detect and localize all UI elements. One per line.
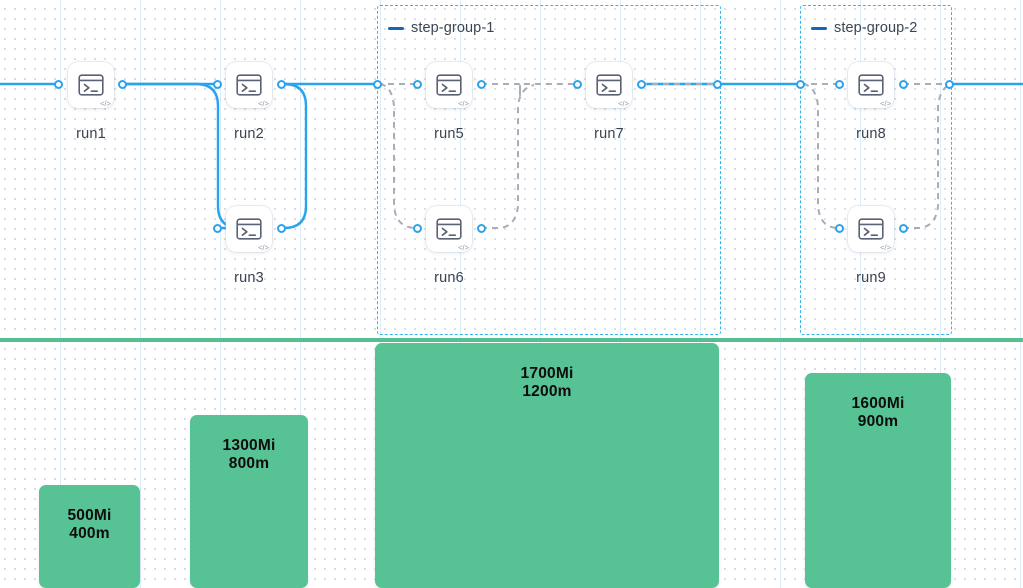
code-badge-icon: </> [258, 242, 269, 252]
node-label-run8: run8 [856, 126, 886, 142]
resource-bar-bar-4[interactable]: 1600Mi 900m [805, 373, 951, 588]
edge-handle[interactable] [276, 79, 286, 89]
code-badge-icon: </> [258, 98, 269, 108]
code-badge-icon: </> [618, 98, 629, 108]
resource-bar-label: 1300Mi 800m [222, 437, 276, 473]
group-collapse-icon[interactable] [811, 26, 827, 30]
edge-handle[interactable] [795, 79, 805, 89]
node-label-run7: run7 [594, 126, 624, 142]
edge-handle[interactable] [712, 79, 722, 89]
edge-handle[interactable] [372, 79, 382, 89]
edge-handle[interactable] [276, 223, 286, 233]
group-title-step-group-1: step-group-1 [388, 20, 494, 36]
node-run8[interactable]: </> [848, 62, 894, 108]
node-run1[interactable]: </> [68, 62, 114, 108]
terminal-icon [596, 74, 622, 96]
group-label: step-group-2 [834, 20, 918, 36]
resource-bar-label: 1700Mi 1200m [520, 365, 574, 401]
terminal-icon [858, 218, 884, 240]
node-run5[interactable]: </> [426, 62, 472, 108]
node-run6[interactable]: </> [426, 206, 472, 252]
edge-run1-run3 [120, 82, 241, 230]
edge-handle[interactable] [117, 79, 127, 89]
group-step-group-1[interactable]: step-group-1 [377, 5, 721, 335]
edge-handle[interactable] [944, 79, 954, 89]
resource-bar-bar-3[interactable]: 1700Mi 1200m [375, 343, 719, 588]
edge-handle[interactable] [834, 79, 844, 89]
edge-handle[interactable] [212, 223, 222, 233]
terminal-icon [78, 74, 104, 96]
terminal-icon [236, 74, 262, 96]
code-badge-icon: </> [458, 242, 469, 252]
terminal-icon [236, 218, 262, 240]
terminal-icon [436, 74, 462, 96]
resource-bar-bar-1[interactable]: 500Mi 400m [39, 485, 140, 588]
code-badge-icon: </> [100, 98, 111, 108]
node-label-run9: run9 [856, 270, 886, 286]
edge-handle[interactable] [476, 79, 486, 89]
code-badge-icon: </> [458, 98, 469, 108]
resource-bar-label: 1600Mi 900m [851, 395, 905, 431]
edge-run2-down [279, 82, 308, 230]
node-label-run5: run5 [434, 126, 464, 142]
group-collapse-icon[interactable] [388, 26, 404, 30]
timeline-rule [0, 338, 1023, 342]
edge-handle[interactable] [898, 79, 908, 89]
node-label-run6: run6 [434, 270, 464, 286]
edge-handle[interactable] [476, 223, 486, 233]
edge-handle[interactable] [636, 79, 646, 89]
node-run3[interactable]: </> [226, 206, 272, 252]
node-run9[interactable]: </> [848, 206, 894, 252]
terminal-icon [858, 74, 884, 96]
edge-handle[interactable] [412, 223, 422, 233]
edge-handle[interactable] [834, 223, 844, 233]
edge-handle[interactable] [412, 79, 422, 89]
group-title-step-group-2: step-group-2 [811, 20, 917, 36]
edge-handle[interactable] [212, 79, 222, 89]
code-badge-icon: </> [880, 242, 891, 252]
group-label: step-group-1 [411, 20, 495, 36]
node-label-run1: run1 [76, 126, 106, 142]
node-run7[interactable]: </> [586, 62, 632, 108]
node-label-run3: run3 [234, 270, 264, 286]
resource-bar-bar-2[interactable]: 1300Mi 800m [190, 415, 308, 588]
terminal-icon [436, 218, 462, 240]
edge-handle[interactable] [898, 223, 908, 233]
node-label-run2: run2 [234, 126, 264, 142]
edge-handle[interactable] [53, 79, 63, 89]
edge-handle[interactable] [572, 79, 582, 89]
node-run2[interactable]: </> [226, 62, 272, 108]
code-badge-icon: </> [880, 98, 891, 108]
resource-bar-label: 500Mi 400m [67, 507, 112, 543]
